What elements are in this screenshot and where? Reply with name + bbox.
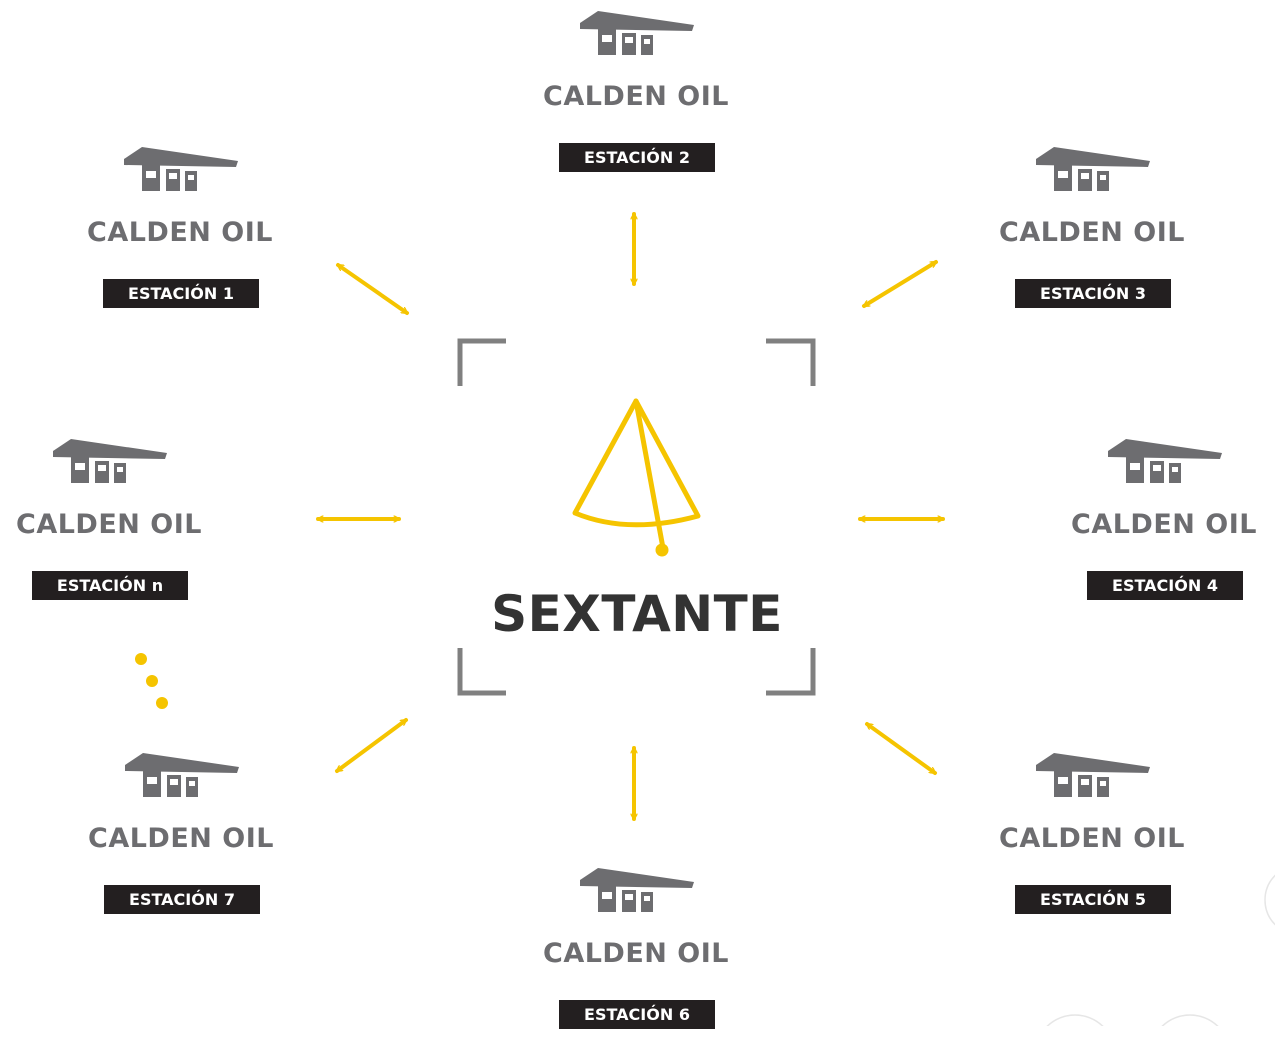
station-brand: CALDEN OIL <box>543 938 729 969</box>
station-brand: CALDEN OIL <box>16 509 202 540</box>
arrow-station-5 <box>865 722 937 775</box>
frame-corner-top-right <box>766 338 816 386</box>
station-3: CALDEN OIL ESTACIÓN 3 <box>972 147 1212 337</box>
station-brand: CALDEN OIL <box>88 823 274 854</box>
station-brand: CALDEN OIL <box>999 217 1185 248</box>
center-title: SEXTANTE <box>491 585 783 643</box>
station-label: ESTACIÓN 4 <box>1087 571 1243 600</box>
gas-station-icon <box>1106 439 1222 483</box>
station-brand: CALDEN OIL <box>1071 509 1257 540</box>
station-label: ESTACIÓN 5 <box>1015 885 1171 914</box>
station-5: CALDEN OIL ESTACIÓN 5 <box>972 753 1212 943</box>
station-2: CALDEN OIL ESTACIÓN 2 <box>516 11 756 201</box>
sextant-icon <box>572 398 701 557</box>
station-brand: CALDEN OIL <box>87 217 273 248</box>
gas-station-icon <box>578 868 694 912</box>
station-6: CALDEN OIL ESTACIÓN 6 <box>516 868 756 1058</box>
gas-station-icon <box>578 11 694 55</box>
frame-corner-top-left <box>457 338 506 386</box>
gas-station-icon <box>1034 147 1150 191</box>
station-label: ESTACIÓN 2 <box>559 143 715 172</box>
station-label: ESTACIÓN 6 <box>559 1000 715 1029</box>
arrows <box>316 212 945 821</box>
arrow-station-7 <box>335 718 408 773</box>
ellipsis-dots <box>135 653 168 709</box>
station-1: CALDEN OIL ESTACIÓN 1 <box>60 147 300 337</box>
station-brand: CALDEN OIL <box>999 823 1185 854</box>
gas-station-icon <box>51 439 167 483</box>
decorative-circles <box>1046 874 1275 1026</box>
gas-station-icon <box>122 147 238 191</box>
station-7: CALDEN OIL ESTACIÓN 7 <box>61 753 301 943</box>
station-4: CALDEN OIL ESTACIÓN 4 <box>1044 439 1275 629</box>
station-label: ESTACIÓN 7 <box>104 885 260 914</box>
arrow-station-1 <box>336 263 409 315</box>
frame-corner-bottom-right <box>766 648 816 696</box>
gas-station-icon <box>123 753 239 797</box>
connection-diagram <box>135 212 1275 1026</box>
station-brand: CALDEN OIL <box>543 81 729 112</box>
gas-station-icon <box>1034 753 1150 797</box>
station-label: ESTACIÓN n <box>32 571 188 600</box>
center-frame <box>457 338 816 696</box>
station-n: CALDEN OIL ESTACIÓN n <box>0 439 229 629</box>
frame-corner-bottom-left <box>457 648 506 696</box>
station-label: ESTACIÓN 3 <box>1015 279 1171 308</box>
station-label: ESTACIÓN 1 <box>103 279 259 308</box>
arrow-station-3 <box>862 260 938 308</box>
